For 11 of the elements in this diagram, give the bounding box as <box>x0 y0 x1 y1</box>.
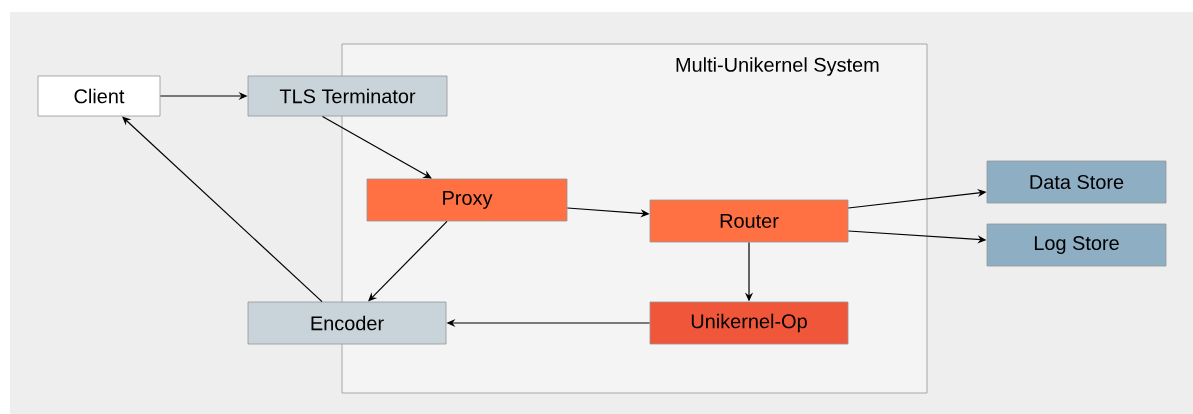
arrow <box>368 220 448 302</box>
terminator-box: TLS Terminator <box>247 75 448 117</box>
router-box: Router <box>649 199 849 243</box>
client-box: Client <box>37 75 161 117</box>
arrow <box>122 116 323 303</box>
arrow <box>321 115 432 179</box>
proxy-box: Proxy <box>366 178 568 222</box>
operator-box: Unikernel-Op <box>649 301 849 345</box>
encoder-box: Encoder <box>247 301 447 345</box>
store-box: Data Store <box>986 160 1167 204</box>
store-box: Log Store <box>986 223 1167 267</box>
